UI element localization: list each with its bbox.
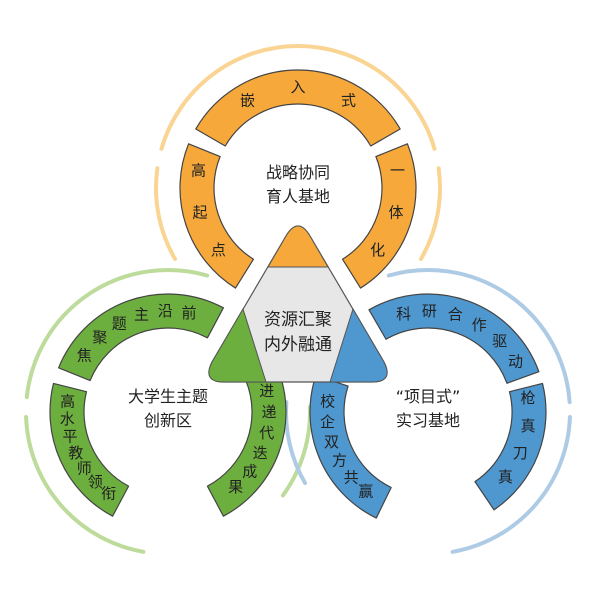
top-outer-arc-1: [159, 44, 437, 151]
right-segment-1: [368, 293, 540, 384]
right-segment-1-label: 科研合作驱动: [396, 302, 523, 371]
top-segment-3: [179, 143, 255, 289]
left-segment-2-label: 高水平教师领衔: [60, 392, 116, 502]
left-center-line2: 创新区: [144, 411, 192, 430]
right-segment-2: [474, 382, 547, 511]
left-segment-1-label: 前沿主题聚焦: [77, 302, 197, 365]
top-outer-arc-2: [418, 166, 442, 261]
right-segment-3-label: 校企双方共赢: [320, 392, 373, 500]
left-segment-2: [49, 382, 130, 517]
top-center-line2: 育人基地: [266, 187, 330, 206]
segments: 嵌入式一体化 高起点前沿主题聚焦高水平教师领衔 进递代迭成果 科研合作驱动枪真刀真 校企…: [49, 69, 547, 519]
top-outer-arc-3: [154, 166, 178, 261]
top-center-line1: 战略协同: [266, 163, 330, 182]
top-segment-2: [341, 143, 417, 289]
top-segment-2-label: 一体化: [370, 162, 405, 260]
right-segment-2-label: 枪真刀真: [498, 389, 536, 486]
core-line2: 内外融通: [264, 335, 332, 355]
core-line1: 资源汇聚: [264, 310, 332, 330]
core-triangle: 资源汇聚 内外融通: [208, 225, 388, 383]
core-top-corner: [267, 225, 329, 268]
left-center-line1: 大学生主题: [128, 387, 208, 406]
left-segment-3-label: 进递代迭成果: [228, 382, 276, 496]
left-outer-arc-1: [24, 268, 210, 400]
right-outer-arc-1: [386, 268, 572, 405]
core-right-corner: [329, 307, 388, 383]
right-outer-arc-2: [450, 414, 572, 554]
right-center-line1: “项目式”: [396, 387, 461, 406]
top-segment-3-label: 高起点: [191, 162, 226, 260]
left-outer-arc-2: [24, 414, 146, 554]
top-segment-1: [195, 69, 401, 147]
left-segment-1: [57, 293, 224, 382]
left-segment-3: [206, 367, 287, 517]
core-left-corner: [208, 307, 267, 383]
top-segment-1-label: 嵌入式: [240, 78, 356, 110]
circle-centers: 战略协同 育人基地 大学生主题 创新区 “项目式” 实习基地: [128, 163, 460, 430]
right-center-line2: 实习基地: [396, 411, 460, 430]
